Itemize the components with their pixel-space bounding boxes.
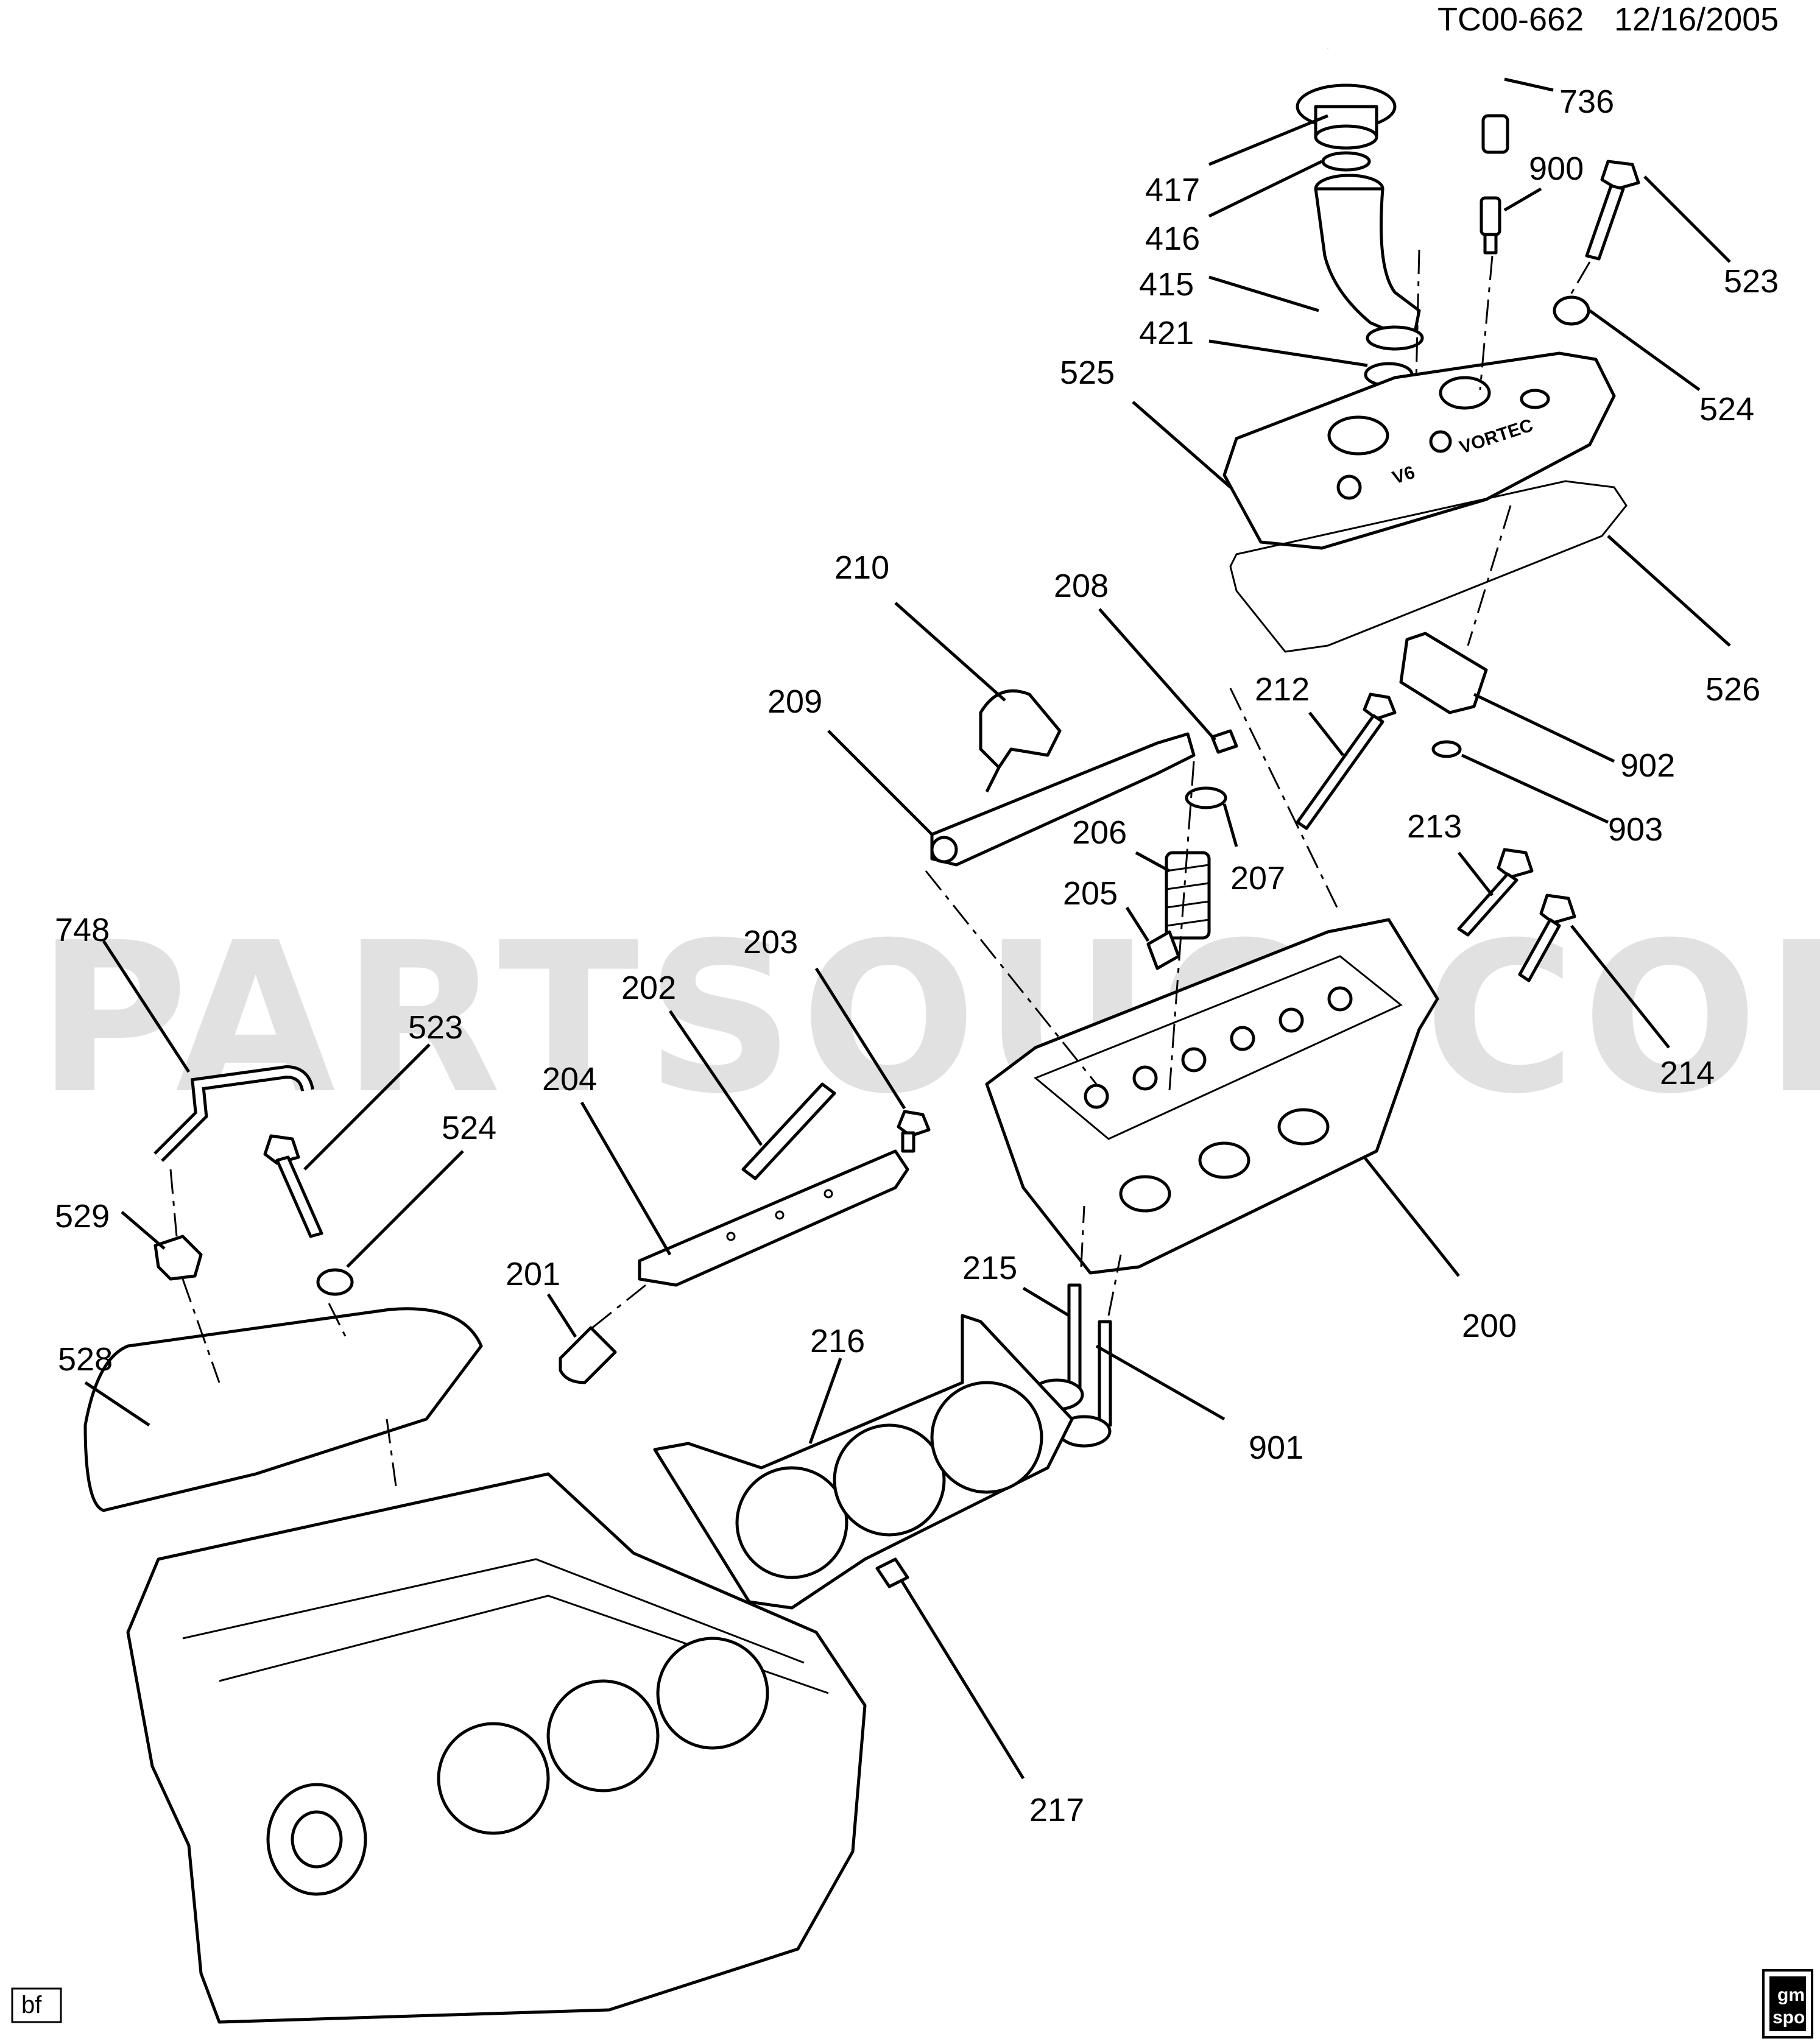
callout-523-lower: 523	[408, 1009, 463, 1046]
callout-416: 416	[1145, 220, 1200, 257]
head-bolt-214	[1518, 893, 1576, 982]
initials-box: bf	[11, 1987, 62, 2023]
bolt-523-upper	[1585, 160, 1640, 261]
callout-216: 216	[810, 1323, 865, 1359]
valve-cover-gasket	[1229, 480, 1628, 653]
diagram-date: 12/16/2005	[1614, 1, 1779, 38]
callout-523-upper: 523	[1724, 263, 1779, 300]
callout-748: 748	[55, 912, 110, 948]
washer-903	[1431, 740, 1462, 758]
bolt-523-lower	[263, 1134, 323, 1238]
oil-fill-tube	[1314, 174, 1424, 351]
alignment-lines	[169, 249, 1591, 1487]
breather-tube-748	[153, 1065, 314, 1162]
pcv-valve	[1480, 196, 1501, 255]
callout-421: 421	[1139, 315, 1194, 351]
diagram-code: TC00-662	[1437, 1, 1584, 38]
valve-cover: VORTEC V6	[1222, 351, 1616, 550]
callout-212: 212	[1255, 671, 1310, 708]
callout-901: 901	[1249, 1429, 1303, 1466]
seal-416	[1321, 151, 1371, 172]
oil-fill-plug-529	[153, 1235, 203, 1281]
pushrod-202	[741, 1082, 836, 1180]
valve-cover-528	[83, 1307, 483, 1512]
cylinder-head	[985, 918, 1439, 1275]
retainer-207	[1185, 786, 1227, 809]
grommet-524-lower	[316, 1268, 354, 1296]
callout-208: 208	[1054, 568, 1109, 604]
callout-214: 214	[1660, 1055, 1715, 1091]
breather-hose	[1325, 37, 1509, 154]
callout-203: 203	[743, 924, 798, 960]
pushrod-guide-204	[638, 1149, 909, 1287]
bolt-203	[897, 1110, 931, 1153]
callout-525: 525	[1060, 354, 1115, 391]
callout-215: 215	[962, 1250, 1017, 1286]
callout-204: 204	[542, 1061, 597, 1098]
engine-block	[126, 1472, 867, 2024]
watermark: PARTSOUQ.COM	[37, 898, 1820, 1140]
callout-528: 528	[58, 1341, 113, 1378]
callout-numbers: 736 417 900 416 523 415 421 524 525 210 …	[55, 83, 1779, 1828]
callout-900: 900	[1529, 150, 1584, 187]
callout-207: 207	[1230, 860, 1285, 897]
head-bolt-213	[1457, 848, 1534, 937]
callout-526: 526	[1705, 671, 1760, 708]
callout-902: 902	[1620, 747, 1675, 784]
leader-lines	[84, 77, 1731, 1780]
valve-lock-208	[1210, 729, 1238, 754]
logo-line1: gm	[1777, 1985, 1805, 2005]
gm-spo-logo: gm spo	[1762, 1969, 1813, 2039]
rocker-rail-209	[930, 732, 1196, 867]
callout-524-lower: 524	[442, 1110, 496, 1146]
callout-524-upper: 524	[1699, 391, 1754, 428]
callout-417: 417	[1145, 172, 1200, 208]
bracket-902	[1399, 632, 1488, 714]
callout-206: 206	[1072, 814, 1127, 851]
valve-901	[1057, 1320, 1112, 1448]
callout-201: 201	[506, 1256, 560, 1292]
callout-736: 736	[1559, 83, 1614, 120]
head-bolt-212	[1296, 692, 1397, 830]
valve-lifter-201	[559, 1326, 617, 1384]
callout-415: 415	[1139, 266, 1194, 303]
grommet-524-upper	[1553, 295, 1590, 326]
callout-213: 213	[1407, 808, 1462, 845]
callout-529: 529	[55, 1198, 110, 1235]
callout-903: 903	[1608, 811, 1663, 848]
callout-200: 200	[1462, 1308, 1517, 1344]
valve-spring-206	[1165, 851, 1211, 940]
oil-fill-cap	[1296, 83, 1397, 150]
callout-202: 202	[621, 970, 676, 1006]
logo-line2: spo	[1772, 2007, 1805, 2028]
callout-217: 217	[1029, 1792, 1084, 1828]
callout-210: 210	[834, 549, 889, 586]
rocker-arm-210	[979, 689, 1062, 793]
initials: bf	[21, 1992, 42, 2018]
callout-205: 205	[1063, 875, 1118, 912]
head-gasket	[653, 1314, 1074, 1610]
plug-217	[875, 1557, 909, 1588]
callout-209: 209	[767, 683, 822, 720]
